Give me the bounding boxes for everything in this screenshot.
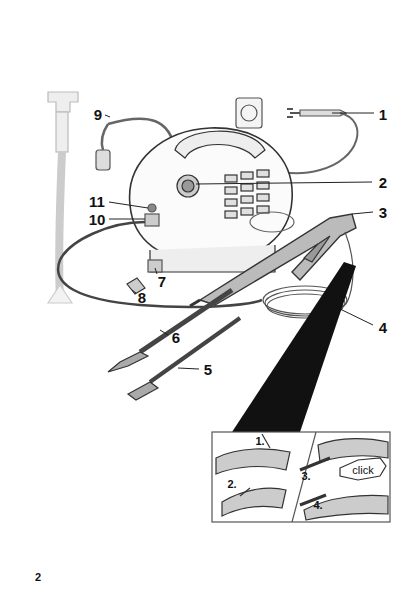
- click-sound: click: [352, 465, 373, 476]
- step-number: 3.: [301, 471, 310, 482]
- callout-number: 2: [379, 175, 387, 190]
- callout-number: 9: [94, 107, 102, 122]
- callout-number: 11: [89, 194, 105, 209]
- callout-number: 7: [158, 274, 166, 289]
- step-number: 1.: [255, 436, 264, 447]
- callout-number: 1: [379, 107, 387, 122]
- callout-number: 3: [379, 205, 387, 220]
- page-number: 2: [35, 572, 41, 583]
- callout-number: 4: [379, 320, 387, 335]
- step-number: 4.: [313, 500, 322, 511]
- step-number: 2.: [227, 479, 236, 490]
- callout-number: 8: [138, 290, 146, 305]
- callout-number: 6: [172, 330, 180, 345]
- callout-number: 5: [204, 362, 212, 377]
- callout-number: 10: [89, 212, 106, 227]
